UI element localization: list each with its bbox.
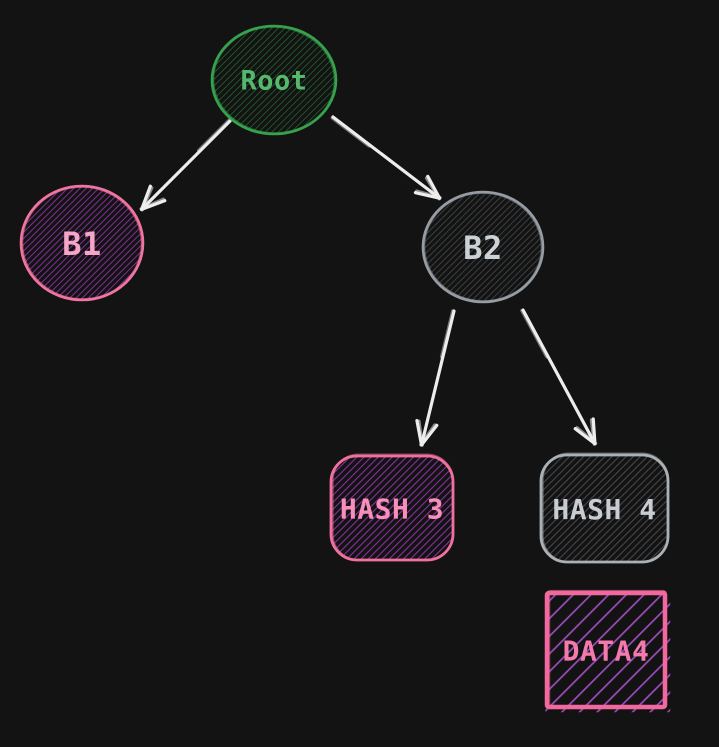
edge-b2-hash3[interactable] [415,309,456,447]
node-data4[interactable]: DATA4 [544,589,671,713]
node-label-b1: B1 [62,225,102,263]
node-hash4[interactable]: HASH 4 [539,452,670,564]
node-label-hash4: HASH 4 [552,493,656,526]
node-label-data4: DATA4 [563,635,650,668]
node-label-hash3: HASH 3 [340,493,444,526]
node-b2[interactable]: B2 [421,190,545,304]
node-label-root: Root [240,66,307,97]
node-root[interactable]: Root [210,24,338,136]
node-b1[interactable]: B1 [19,184,145,302]
edge-b2-hash4[interactable] [520,308,598,446]
node-label-b2: B2 [463,229,503,267]
edge-root-b1[interactable] [139,118,232,212]
edge-root-b2[interactable] [330,115,442,201]
node-hash3[interactable]: HASH 3 [329,453,455,562]
